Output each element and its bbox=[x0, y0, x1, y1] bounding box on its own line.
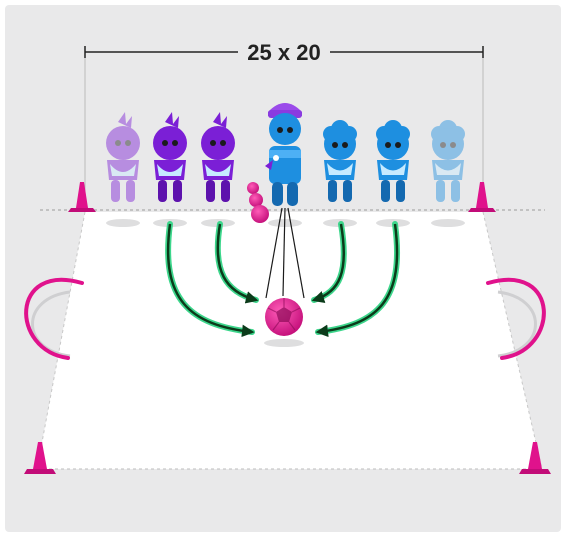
goal-arc-icon bbox=[486, 277, 546, 360]
player-purple-faded bbox=[106, 112, 140, 202]
player-blue bbox=[323, 120, 357, 202]
coach-icon bbox=[265, 103, 302, 206]
cone-icon bbox=[68, 182, 96, 212]
cone-icon bbox=[519, 442, 551, 474]
arrow-icon bbox=[311, 223, 346, 304]
pass-lines bbox=[265, 207, 305, 299]
player-blue bbox=[376, 120, 410, 202]
goal-arc-icon bbox=[24, 277, 84, 360]
ball-icon bbox=[249, 193, 263, 207]
ball-supply bbox=[247, 182, 269, 223]
run-arrows bbox=[165, 221, 401, 338]
cone-icon bbox=[468, 182, 496, 212]
field-right-line bbox=[482, 211, 543, 470]
player-purple bbox=[201, 112, 235, 202]
player-blue-faded bbox=[431, 120, 465, 202]
dimension-label: 25 x 20 bbox=[247, 40, 320, 65]
ball-icon bbox=[247, 182, 259, 194]
ball-icon bbox=[251, 205, 269, 223]
dimension-indicator: 25 x 20 bbox=[84, 40, 484, 212]
player-purple bbox=[153, 112, 187, 202]
field-left-line bbox=[36, 211, 86, 470]
arrow-icon bbox=[216, 223, 259, 304]
cone-icon bbox=[24, 442, 56, 474]
arrow-icon bbox=[166, 223, 255, 338]
arrow-icon bbox=[315, 223, 399, 338]
ball-icon bbox=[265, 298, 303, 336]
